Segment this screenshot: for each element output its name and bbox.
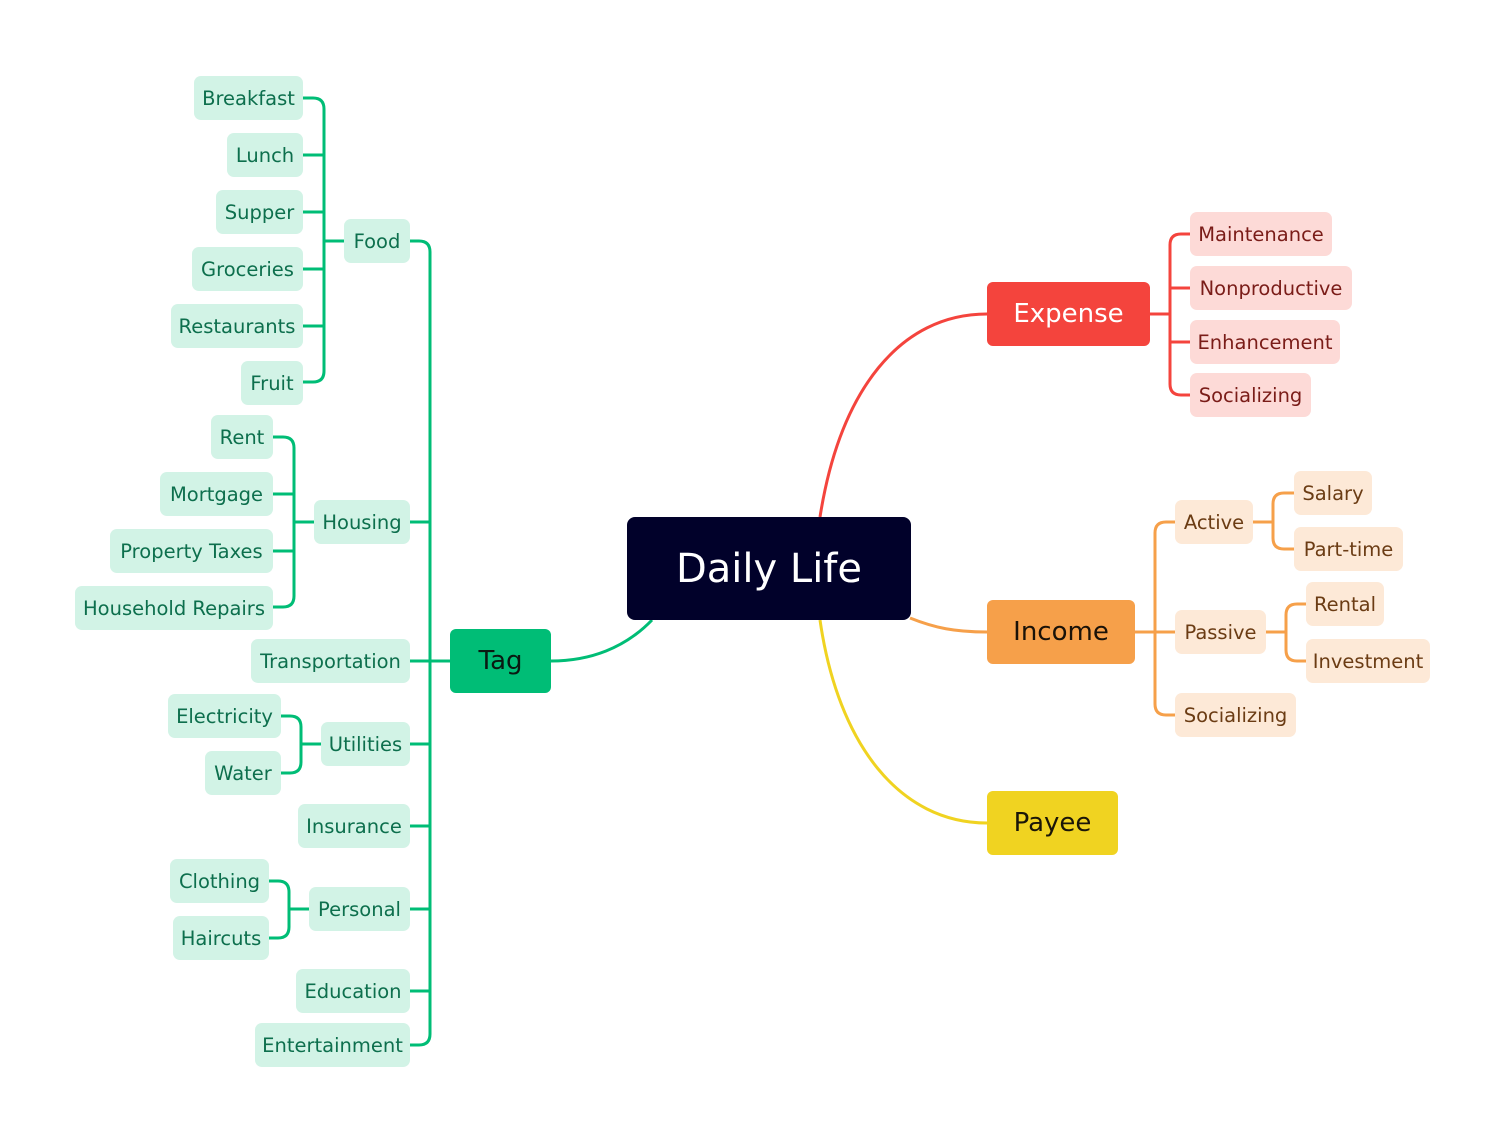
- link-root-income: [909, 616, 988, 634]
- insurance-node[interactable]: Insurance: [298, 804, 410, 848]
- tag-connectors: [269, 96, 551, 1047]
- investment-node[interactable]: Investment: [1306, 639, 1430, 683]
- entertainment-node[interactable]: Entertainment: [255, 1023, 410, 1067]
- link-root-payee: [818, 619, 988, 825]
- personal-node[interactable]: Personal: [309, 887, 410, 931]
- housing-node[interactable]: Housing: [314, 500, 410, 544]
- food-node[interactable]: Food: [344, 219, 410, 263]
- lunch-node[interactable]: Lunch: [227, 133, 303, 177]
- water-node[interactable]: Water: [205, 751, 281, 795]
- rental-node[interactable]: Rental: [1306, 582, 1384, 626]
- transportation-node[interactable]: Transportation: [251, 639, 410, 683]
- income-node[interactable]: Income: [987, 600, 1135, 664]
- mortgage-node[interactable]: Mortgage: [160, 472, 273, 516]
- income-socializing-node[interactable]: Socializing: [1175, 693, 1296, 737]
- breakfast-node[interactable]: Breakfast: [194, 76, 303, 120]
- education-node[interactable]: Education: [296, 969, 410, 1013]
- haircuts-node[interactable]: Haircuts: [173, 916, 269, 960]
- electricity-node[interactable]: Electricity: [168, 694, 281, 738]
- expense-socializing-node[interactable]: Socializing: [1190, 373, 1311, 417]
- expense-connectors: [1150, 232, 1190, 397]
- root-node[interactable]: Daily Life: [627, 517, 911, 620]
- maintenance-node[interactable]: Maintenance: [1190, 212, 1332, 256]
- household-repairs-node[interactable]: Household Repairs: [75, 586, 273, 630]
- utilities-node[interactable]: Utilities: [321, 722, 410, 766]
- part-time-node[interactable]: Part-time: [1294, 527, 1403, 571]
- income-connectors: [1135, 491, 1306, 717]
- passive-node[interactable]: Passive: [1175, 610, 1266, 654]
- tag-node[interactable]: Tag: [450, 629, 551, 693]
- enhancement-node[interactable]: Enhancement: [1190, 320, 1340, 364]
- fruit-node[interactable]: Fruit: [241, 361, 303, 405]
- expense-node[interactable]: Expense: [987, 282, 1150, 346]
- link-root-tag: [550, 618, 654, 663]
- property-taxes-node[interactable]: Property Taxes: [110, 529, 273, 573]
- salary-node[interactable]: Salary: [1294, 471, 1372, 515]
- active-node[interactable]: Active: [1175, 500, 1253, 544]
- supper-node[interactable]: Supper: [216, 190, 303, 234]
- nonproductive-node[interactable]: Nonproductive: [1190, 266, 1352, 310]
- clothing-node[interactable]: Clothing: [170, 859, 269, 903]
- rent-node[interactable]: Rent: [211, 415, 273, 459]
- restaurants-node[interactable]: Restaurants: [171, 304, 303, 348]
- payee-node[interactable]: Payee: [987, 791, 1118, 855]
- groceries-node[interactable]: Groceries: [192, 247, 303, 291]
- link-root-expense: [818, 312, 988, 518]
